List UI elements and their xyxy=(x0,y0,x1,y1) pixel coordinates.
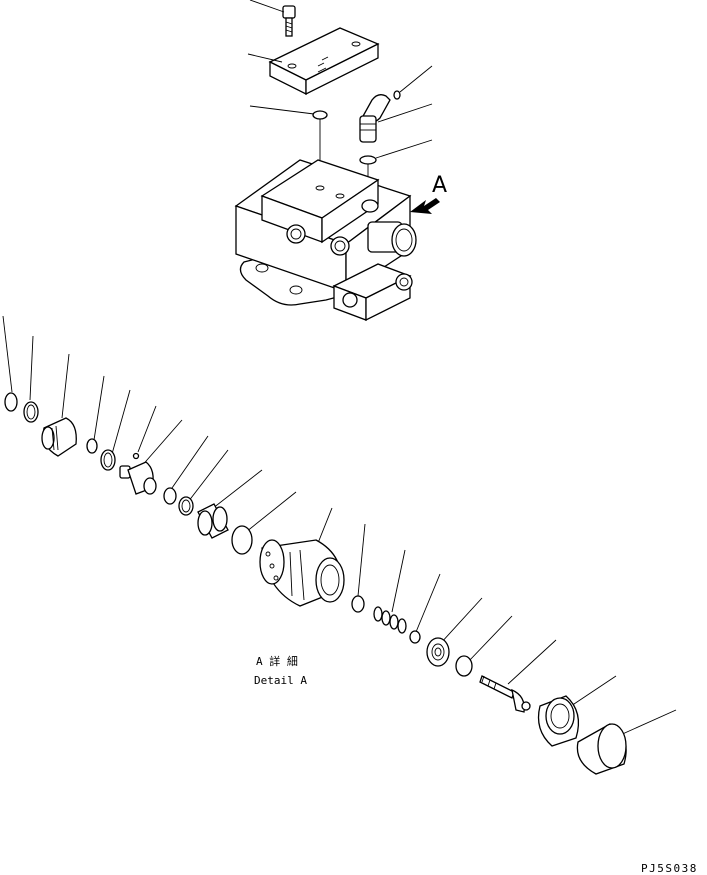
detail-parts xyxy=(4,392,627,775)
sleeve-part xyxy=(41,417,77,457)
lock-nut-part xyxy=(537,695,580,747)
o-ring-3-part xyxy=(86,438,98,454)
seal-part xyxy=(351,595,365,613)
o-ring-2-part xyxy=(359,155,377,165)
detail-label-english: Detail A xyxy=(254,674,307,687)
backup-ring-2-part xyxy=(100,449,116,471)
o-ring-5-part xyxy=(455,655,473,677)
adjust-screw-part xyxy=(479,675,531,713)
ball-part xyxy=(393,90,401,100)
detail-label-japanese: A 詳 細 xyxy=(256,654,298,668)
leader-line-plate xyxy=(247,53,283,63)
leader-line-bolt xyxy=(249,0,285,13)
elbow-fitting-part xyxy=(359,94,391,143)
snap-ring-part xyxy=(4,392,18,412)
cover-plate-part xyxy=(268,27,380,96)
leader-line-oring xyxy=(249,105,315,115)
leader-line-ball xyxy=(399,65,433,93)
poppet-part xyxy=(119,461,157,495)
o-ring-4-part xyxy=(163,487,177,505)
valve-body-part xyxy=(234,159,417,322)
spring-part xyxy=(373,606,407,634)
view-arrow-icon xyxy=(410,198,440,214)
view-marker-label: A xyxy=(432,173,447,198)
spacer-part xyxy=(197,503,229,539)
drawing-code: PJ5S038 xyxy=(641,862,698,875)
o-ring-large-part xyxy=(231,525,253,555)
ball-2-part xyxy=(409,630,421,644)
leader-line-elbow xyxy=(377,103,433,123)
backup-ring-3-part xyxy=(178,496,194,516)
cap-part xyxy=(576,723,627,775)
backup-ring-part xyxy=(23,401,39,423)
bolt-part xyxy=(282,5,296,37)
leader-line-oring-2 xyxy=(375,139,433,159)
seat-part xyxy=(426,637,450,667)
leader-lines xyxy=(2,315,677,737)
check-ball-part xyxy=(132,452,140,460)
o-ring-part xyxy=(312,110,328,120)
valve-cartridge-part xyxy=(259,539,345,607)
